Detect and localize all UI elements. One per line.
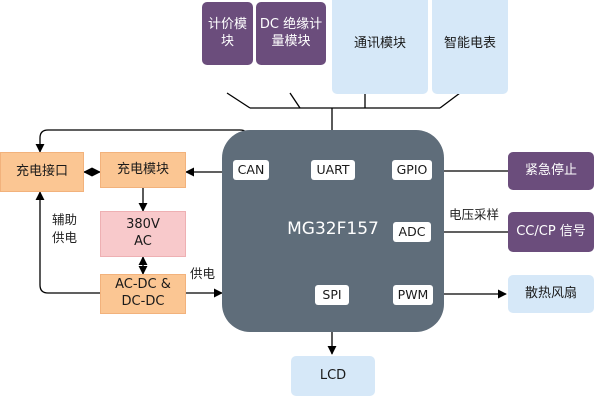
bus-billing bbox=[226, 92, 251, 109]
comm-module-label: 通讯模块 bbox=[353, 35, 406, 51]
port-adc: ADC bbox=[393, 222, 431, 242]
charging-module: 充电模块 bbox=[100, 152, 186, 188]
emergency-stop-label: 紧急停止 bbox=[524, 162, 577, 178]
billing-module: 计价模 块 bbox=[202, 2, 253, 65]
bus-dc-meter bbox=[289, 92, 301, 109]
ac-380v-label: 380V AC bbox=[126, 217, 160, 249]
charging-port: 充电接口 bbox=[0, 152, 84, 192]
mcu-name: MG32F157 bbox=[287, 218, 379, 239]
voltage-sampling-label: 电压采样 bbox=[449, 207, 500, 222]
aux-power-wire bbox=[35, 191, 100, 294]
charging-port-label: 充电接口 bbox=[15, 163, 68, 179]
bus-smart-meter bbox=[439, 92, 461, 109]
cooling-fan-label: 散热风扇 bbox=[524, 285, 577, 301]
smart-meter-label: 智能电表 bbox=[443, 35, 496, 51]
cooling-fan: 散热风扇 bbox=[508, 275, 594, 313]
port-uart-label: UART bbox=[316, 161, 350, 177]
port-spi: SPI bbox=[315, 285, 349, 305]
acdc-label: AC-DC & DC-DC bbox=[115, 277, 171, 309]
aux-power-label: 辅助 供电 bbox=[52, 212, 78, 246]
power-supply-label: 供电 bbox=[190, 266, 216, 281]
port-can-label: CAN bbox=[237, 161, 265, 177]
dc-meter-module-label: DC 绝缘计 量模块 bbox=[259, 16, 323, 49]
emergency-stop: 紧急停止 bbox=[508, 152, 594, 190]
billing-module-label: 计价模 块 bbox=[207, 16, 247, 49]
lcd-label: LCD bbox=[319, 367, 347, 383]
port-can: CAN bbox=[233, 160, 269, 180]
port-pwm-label: PWM bbox=[397, 286, 429, 302]
port-spi-label: SPI bbox=[322, 286, 342, 302]
cc-cp-label: CC/CP 信号 bbox=[516, 223, 586, 239]
cc-cp-signal: CC/CP 信号 bbox=[508, 212, 594, 252]
dc-meter-module: DC 绝缘计 量模块 bbox=[256, 2, 326, 65]
acdc-converter: AC-DC & DC-DC bbox=[100, 274, 186, 314]
smart-meter-module: 智能电表 bbox=[432, 0, 508, 94]
port-adc-label: ADC bbox=[398, 223, 426, 239]
lcd-display: LCD bbox=[291, 356, 375, 396]
port-gpio: GPIO bbox=[392, 160, 432, 180]
port-gpio-label: GPIO bbox=[396, 161, 428, 177]
ac-380v-source: 380V AC bbox=[100, 211, 186, 257]
port-uart: UART bbox=[311, 160, 355, 180]
comm-module: 通讯模块 bbox=[332, 0, 428, 94]
port-pwm: PWM bbox=[393, 285, 433, 305]
charging-module-label: 充电模块 bbox=[116, 161, 169, 177]
